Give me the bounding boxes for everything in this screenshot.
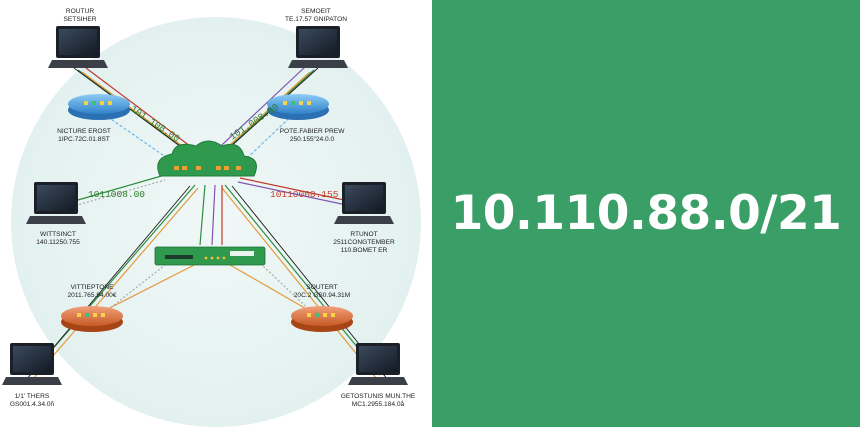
laptop-icon <box>348 343 408 385</box>
laptop-icon <box>2 343 62 385</box>
svg-text:GETOSTUNIS MUN.THE: GETOSTUNIS MUN.THE <box>341 393 416 400</box>
svg-text:POTE.FABIER PREW: POTE.FABIER PREW <box>280 128 346 135</box>
label-top-right-pc: SEMOEIT TE.17.57 GNIPATON <box>285 8 347 23</box>
router-icon <box>61 306 123 332</box>
svg-text:140.11250.755: 140.11250.755 <box>36 239 80 246</box>
svg-text:2011.765.94.00€: 2011.765.94.00€ <box>67 292 116 299</box>
label-br-router: SOUTERT 20C.2 GS0.94.31M <box>294 284 350 299</box>
label-mid-right-pc: RTUNOT 2511CONGTEMBER 110.BOMET ER <box>333 231 395 254</box>
svg-text:250.155“24.0.0: 250.155“24.0.0 <box>290 136 335 143</box>
label-right-router: POTE.FABIER PREW 250.155“24.0.0 <box>280 128 346 143</box>
ip-tag-mid-left: 1011008.00 <box>88 189 145 200</box>
label-top-left-pc: ROUTUR SETSIHER <box>64 8 97 23</box>
svg-text:SOUTERT: SOUTERT <box>306 284 337 291</box>
svg-text:SEMOEIT: SEMOEIT <box>301 8 331 15</box>
laptop-icon <box>26 182 86 224</box>
svg-text:NICTURE EROST: NICTURE EROST <box>57 128 111 135</box>
svg-text:1/1' THERS: 1/1' THERS <box>15 393 50 400</box>
svg-text:GS001.4.34.0ñ: GS001.4.34.0ñ <box>10 401 55 408</box>
svg-text:ROUTUR: ROUTUR <box>66 8 94 15</box>
label-bottom-right-pc: GETOSTUNIS MUN.THE MC1.2955.184.0å <box>341 393 416 408</box>
label-left-router: NICTURE EROST 1IPC.72C.01.8ST <box>57 128 111 143</box>
label-bl-router: VITTIEPTONE 2011.765.94.00€ <box>67 284 116 299</box>
laptop-icon <box>334 182 394 224</box>
router-icon <box>267 94 329 120</box>
laptop-icon <box>288 26 348 68</box>
headline-panel: 10.110.88.0/21 <box>432 0 860 427</box>
svg-text:VITTIEPTONE: VITTIEPTONE <box>70 284 114 291</box>
svg-text:110.BOMET ER: 110.BOMET ER <box>341 247 388 254</box>
laptop-icon <box>48 26 108 68</box>
svg-text:MC1.2955.184.0å: MC1.2955.184.0å <box>352 400 405 408</box>
svg-text:TE.17.57 GNIPATON: TE.17.57 GNIPATON <box>285 16 347 23</box>
svg-text:RTUNOT: RTUNOT <box>350 231 377 238</box>
connection-lines <box>25 65 389 381</box>
cidr-headline: 10.110.88.0/21 <box>450 186 842 241</box>
svg-text:WITTSINCT: WITTSINCT <box>40 231 76 238</box>
router-icon <box>291 306 353 332</box>
svg-text:1IPC.72C.01.8ST: 1IPC.72C.01.8ST <box>58 136 110 143</box>
label-mid-left-pc: WITTSINCT 140.11250.755 <box>36 231 80 246</box>
label-bottom-left-pc: 1/1' THERS GS001.4.34.0ñ <box>10 393 55 408</box>
ip-tag-mid-right: 10110008.155 <box>270 189 339 200</box>
router-icon <box>68 94 130 120</box>
svg-text:2511CONGTEMBER: 2511CONGTEMBER <box>333 239 395 246</box>
svg-text:20C.2 GS0.94.31M: 20C.2 GS0.94.31M <box>294 292 350 299</box>
cloud-icon <box>157 140 257 177</box>
svg-text:SETSIHER: SETSIHER <box>64 16 97 23</box>
network-diagram: 101.108.00 101.008.00 1011008.00 1011000… <box>0 0 432 427</box>
switch-icon <box>154 246 266 266</box>
